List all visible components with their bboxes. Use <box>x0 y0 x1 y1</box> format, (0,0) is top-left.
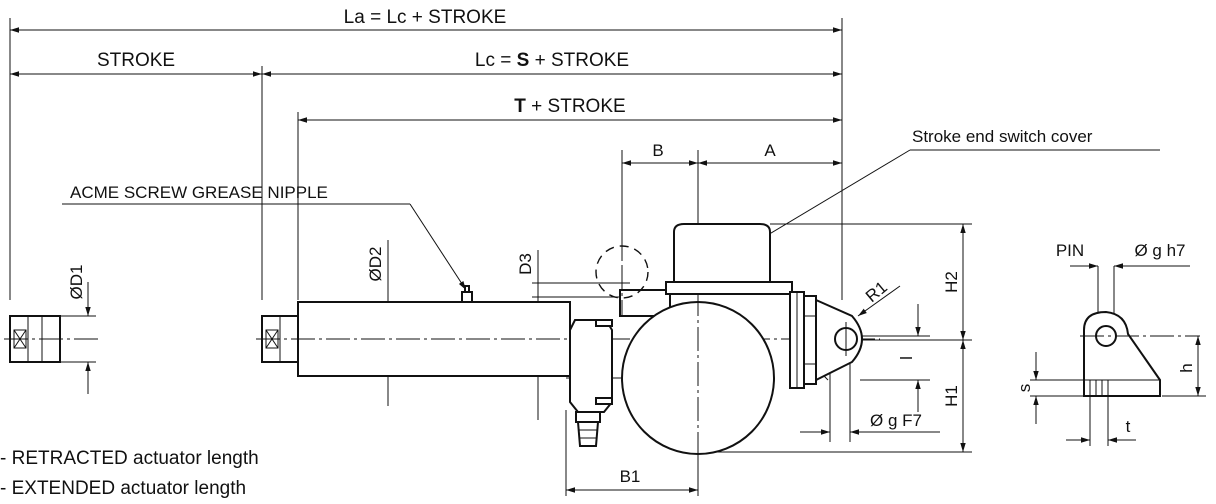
b1-label: B1 <box>620 467 641 486</box>
pin-detail: PIN Ø g h7 h s t <box>1015 241 1206 446</box>
legend-extended: - EXTENDED actuator length <box>0 478 246 499</box>
h-label: h <box>1177 363 1196 372</box>
pin-label: PIN <box>1056 241 1084 260</box>
legend-retracted: - RETRACTED actuator length <box>0 448 259 469</box>
grease-nipple-callout: ACME SCREW GREASE NIPPLE <box>62 183 467 291</box>
d1-label: ØD1 <box>67 265 86 300</box>
dimension-l: l <box>860 304 930 412</box>
actuator-body <box>256 223 880 464</box>
h1-label: H1 <box>942 385 961 407</box>
dimension-h1-h2: H2 H1 <box>690 223 972 453</box>
d3-label: D3 <box>516 253 535 275</box>
dimension-gf7: Ø g F7 <box>800 356 940 442</box>
legend: - RETRACTED actuator length - EXTENDED a… <box>0 448 259 499</box>
lc-label: Lc = S + STROKE <box>475 50 629 71</box>
d2-label: ØD2 <box>366 247 385 282</box>
gf7-label: Ø g F7 <box>870 411 922 430</box>
dimension-lc: Lc = S + STROKE <box>262 50 842 77</box>
a-label: A <box>764 141 776 160</box>
dimension-stroke: STROKE <box>10 50 262 77</box>
t-label: T + STROKE <box>514 96 625 117</box>
la-label: La = Lc + STROKE <box>344 7 507 28</box>
dimension-d1: ØD1 <box>60 265 96 394</box>
dimension-r1: R1 <box>857 278 901 317</box>
retracted-rod-end <box>4 315 100 363</box>
dimension-la: La = Lc + STROKE <box>10 7 842 33</box>
switch-cover-label: Stroke end switch cover <box>912 127 1093 146</box>
s-label: s <box>1015 384 1034 393</box>
dimension-t: T + STROKE <box>298 96 842 123</box>
l-label: l <box>897 356 916 360</box>
dimension-b-a: B A <box>622 141 842 166</box>
stroke-label: STROKE <box>97 50 175 71</box>
r1-label: R1 <box>862 278 891 307</box>
switch-cover-callout: Stroke end switch cover <box>726 127 1160 260</box>
h2-label: H2 <box>942 271 961 293</box>
grease-nipple-label: ACME SCREW GREASE NIPPLE <box>70 183 328 202</box>
t-dim-label: t <box>1126 417 1131 436</box>
gh7-label: Ø g h7 <box>1134 241 1185 260</box>
b-label: B <box>652 141 663 160</box>
